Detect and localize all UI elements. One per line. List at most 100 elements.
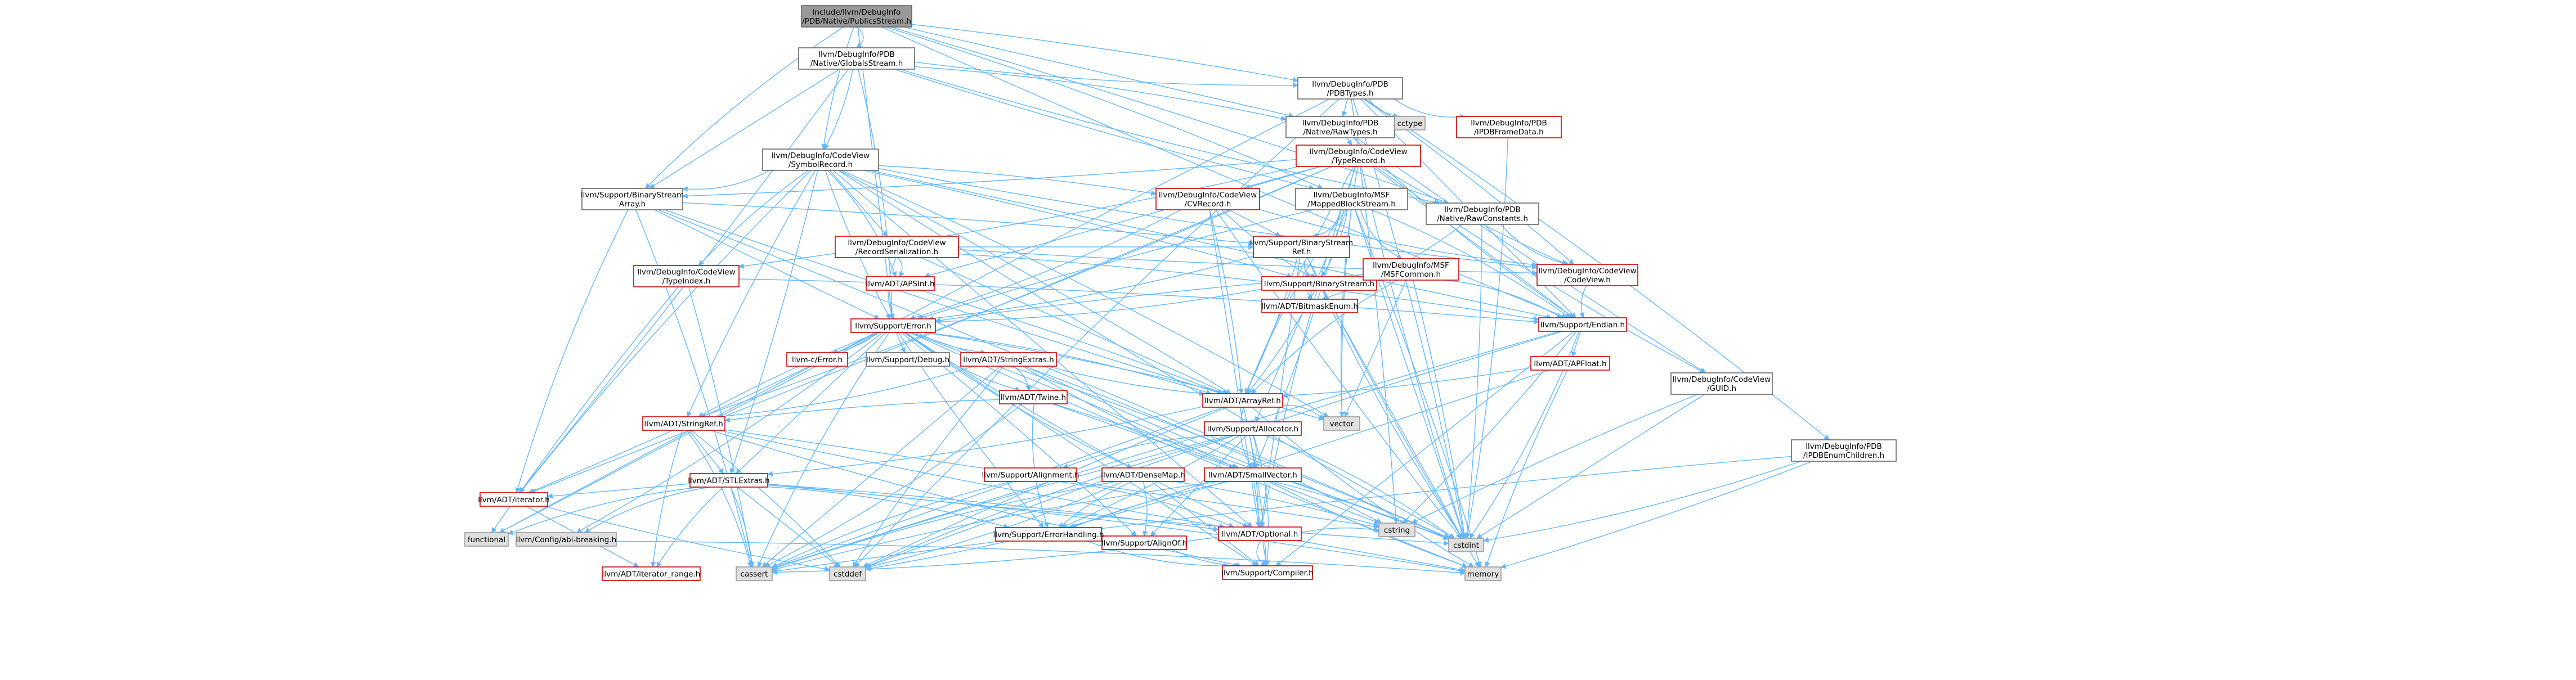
node-label: llvm/DebugInfo/PDB [1471, 119, 1547, 128]
node-label: llvm/Support/Allocator.h [1207, 425, 1299, 434]
node-msfcommon[interactable]: llvm/DebugInfo/MSF/MSFCommon.h [1363, 258, 1459, 281]
node-box [1202, 393, 1283, 408]
edge-symrec-to-optional [832, 170, 1253, 528]
edge-line [519, 170, 812, 493]
edge-line [767, 484, 1466, 574]
node-error[interactable]: llvm/Support/Error.h [850, 318, 936, 333]
node-box [1538, 317, 1627, 332]
edge-root-to-pdbtypes [911, 24, 1298, 83]
node-label: llvm/Support/Error.h [855, 322, 931, 331]
node-recser[interactable]: llvm/DebugInfo/CodeView/RecordSerializat… [835, 236, 959, 258]
edge-line [928, 255, 1254, 321]
edge-line [1246, 209, 1346, 394]
node-label: llvm/DebugInfo/PDB [818, 50, 894, 59]
edge-line [1062, 435, 1221, 469]
node-stlext[interactable]: llvm/ADT/STLExtras.h [688, 473, 770, 488]
node-box [642, 416, 725, 431]
node-optional[interactable]: llvm/ADT/Optional.h [1218, 526, 1302, 541]
node-cvrec[interactable]: llvm/DebugInfo/CodeView/CVRecord.h [1155, 188, 1260, 210]
node-arrayref[interactable]: llvm/ADT/ArrayRef.h [1202, 393, 1283, 408]
node-label: llvm/Support/Compiler.h [1221, 569, 1313, 578]
node-allocator[interactable]: llvm/Support/Allocator.h [1204, 421, 1302, 436]
node-rawtypes[interactable]: llvm/DebugInfo/PDB/Native/RawTypes.h [1285, 116, 1395, 138]
node-enumchildren[interactable]: llvm/DebugInfo/PDB/IPDBEnumChildren.h [1791, 439, 1897, 462]
node-smallvec[interactable]: llvm/ADT/SmallVector.h [1204, 467, 1302, 482]
edge-line [1228, 209, 1282, 237]
edge-line [863, 170, 1293, 278]
node-label: llvm/Support/ErrorHandling.h [993, 530, 1104, 539]
node-cerror[interactable]: llvm-c/Error.h [786, 352, 848, 367]
edge-bsref-to-cstdint [1307, 257, 1463, 539]
node-label: llvm/DebugInfo/PDB [1806, 442, 1881, 451]
edge-stlext-to-optional [767, 484, 1219, 532]
node-box [1456, 116, 1562, 138]
edge-line [697, 332, 879, 417]
node-compiler[interactable]: llvm/Support/Compiler.h [1221, 565, 1314, 580]
node-frame[interactable]: llvm/DebugInfo/PDB/IPDBFrameData.h [1456, 116, 1562, 138]
edge-line [547, 483, 691, 499]
node-rawconst[interactable]: llvm/DebugInfo/PDB/Native/RawConstants.h [1426, 202, 1539, 225]
edge-line [1253, 435, 1270, 566]
node-codeview[interactable]: llvm/DebugInfo/CodeView/CodeView.h [1536, 264, 1638, 286]
node-typeindex[interactable]: llvm/DebugInfo/CodeView/TypeIndex.h [633, 265, 740, 287]
node-guid[interactable]: llvm/DebugInfo/CodeView/GUID.h [1670, 372, 1773, 395]
edge-cvrec-to-error [909, 209, 1182, 321]
node-apsint[interactable]: llvm/ADT/APSInt.h [866, 276, 935, 291]
node-pdbtypes[interactable]: llvm/DebugInfo/PDB/PDBTypes.h [1297, 77, 1403, 100]
edge-line [890, 26, 1449, 204]
node-apfloat[interactable]: llvm/ADT/APFloat.h [1530, 356, 1610, 371]
node-bstream[interactable]: llvm/Support/BinaryStream.h [1261, 276, 1377, 291]
edge-line [654, 209, 880, 319]
edge-line [1268, 481, 1468, 568]
edge-line [1476, 394, 1705, 539]
node-bitmask[interactable]: llvm/ADT/BitmaskEnum.h [1261, 299, 1358, 313]
edge-typerec-to-apsint [924, 166, 1320, 278]
node-label: llvm/Config/abi-breaking.h [516, 535, 616, 544]
edge-line [1258, 257, 1301, 528]
edge-symrec-to-iterator [519, 170, 812, 493]
edge-line [719, 430, 1225, 529]
edge-codeview-to-endian [1579, 285, 1587, 318]
node-mapped[interactable]: llvm/DebugInfo/MSF/MappedBlockStream.h [1295, 188, 1408, 210]
node-errhandling[interactable]: llvm/Support/ErrorHandling.h [993, 527, 1104, 542]
edge-msfcommon-to-vector [1344, 280, 1407, 417]
node-twine[interactable]: llvm/ADT/Twine.h [999, 390, 1068, 404]
node-endian[interactable]: llvm/Support/Endian.h [1538, 317, 1627, 332]
edge-line [772, 481, 1012, 568]
edge-line [515, 209, 629, 493]
node-densemap[interactable]: llvm/ADT/DenseMap.h [1101, 467, 1185, 482]
node-label: /SymbolRecord.h [789, 160, 853, 169]
edge-smallvec-to-cstring [1270, 481, 1380, 524]
edge-bsarray-to-cassert [635, 209, 754, 568]
edge-allocator-to-compiler [1253, 435, 1270, 566]
edge-allocator-to-cstdint [1265, 435, 1454, 539]
node-box [829, 566, 866, 581]
node-debug[interactable]: llvm/Support/Debug.h [866, 352, 950, 367]
node-typerec[interactable]: llvm/DebugInfo/CodeView/TypeRecord.h [1296, 145, 1421, 167]
node-alignment[interactable]: llvm/Support/Alignment.h [982, 467, 1079, 482]
edge-line [1059, 481, 1133, 528]
node-label: llvm/DebugInfo/CodeView [772, 151, 870, 160]
edge-line [1244, 166, 1321, 190]
node-iterator[interactable]: llvm/ADT/iterator.h [478, 492, 550, 507]
edge-line [1273, 481, 1449, 540]
node-symrec[interactable]: llvm/DebugInfo/CodeView/SymbolRecord.h [762, 148, 879, 171]
edge-line [635, 209, 754, 568]
node-alignof[interactable]: llvm/Support/AlignOf.h [1101, 535, 1187, 550]
node-stringref[interactable]: llvm/ADT/StringRef.h [642, 416, 725, 431]
node-globals[interactable]: llvm/DebugInfo/PDB/Native/GlobalsStream.… [798, 47, 915, 70]
node-strext[interactable]: llvm/ADT/StringExtras.h [960, 352, 1057, 367]
edge-line [862, 407, 1227, 568]
node-box [835, 236, 959, 258]
node-itrange[interactable]: llvm/ADT/iterator_range.h [602, 566, 701, 581]
node-label: llvm/ADT/DenseMap.h [1101, 471, 1185, 480]
edge-arrayref-to-smallvec [1240, 407, 1252, 469]
node-label: /PDB/Native/PublicsStream.h [802, 17, 911, 26]
node-functional: functional [464, 532, 509, 547]
edge-line [1209, 209, 1244, 394]
node-box [1378, 523, 1415, 537]
edge-line [767, 406, 1203, 477]
edge-symrec-to-stringref [687, 170, 816, 417]
